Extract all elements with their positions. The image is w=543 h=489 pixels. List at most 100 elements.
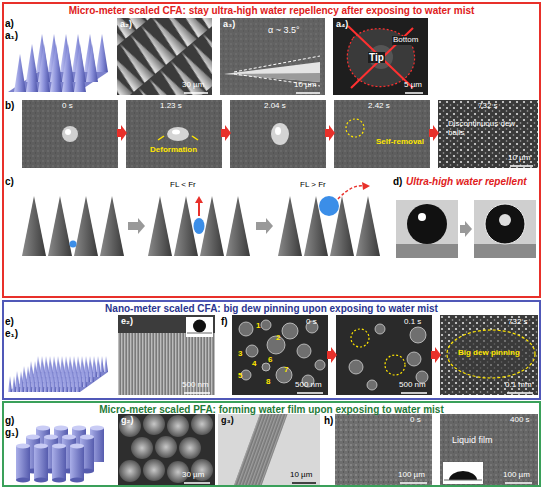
figure-label: a₃) [223, 20, 235, 30]
figure-label: a₂) [120, 20, 132, 30]
micro-image-part-part [407, 352, 421, 366]
scale-bar-part [184, 482, 210, 484]
video-frame-part [126, 100, 222, 168]
figure-label: f) [221, 316, 228, 327]
micro-image-part [336, 315, 432, 395]
figure-label: 732 s [478, 102, 498, 111]
scale-bar-part [400, 482, 427, 484]
video-frame-part [192, 136, 198, 140]
micro-image-part [239, 320, 325, 387]
micro-image-part [449, 471, 477, 480]
pillar-array-sketch-part-part [62, 435, 76, 440]
video-frame-part [65, 129, 71, 135]
droplet-photo [474, 200, 536, 258]
micro-image-part-part [246, 345, 258, 357]
cone-array-sketch [8, 34, 108, 92]
micro-image-part-part [367, 380, 377, 390]
pillar-array-sketch-part-part [80, 435, 94, 440]
figure-label: g₃) [221, 416, 234, 426]
mechanism-sketch-part [362, 182, 370, 190]
scale-bar-part [296, 92, 320, 94]
scale-bar-part [401, 392, 427, 394]
micro-image-part-part [282, 323, 298, 339]
red-arrow-part [429, 125, 439, 141]
video-frame-part [172, 130, 180, 135]
pillar-array-sketch-part-part [52, 444, 66, 449]
figure-label: FL < Fr [170, 181, 196, 190]
micro-image-part-part [297, 344, 311, 358]
figure-label: 5 [238, 372, 242, 381]
mechanism-sketch-part-part [74, 196, 98, 256]
figure-label: 8 [266, 378, 270, 387]
scale-bar-part [510, 165, 533, 167]
mechanism-sketch-part [128, 218, 145, 234]
micro-image-part [440, 414, 538, 485]
red-arrow-part [117, 125, 127, 141]
sem-image [333, 18, 428, 95]
micro-image-part [351, 329, 369, 347]
sem-image-part [193, 320, 206, 333]
pillar-array-sketch-part-part [52, 478, 66, 483]
scale-bar-part [184, 92, 208, 94]
sem-image-part-part [131, 437, 153, 459]
figure-label: 0.1 mm [505, 381, 532, 390]
video-frame [126, 100, 222, 168]
figure-label: g₂) [121, 416, 134, 426]
video-frame-part [334, 100, 430, 168]
sem-image-part [220, 18, 325, 95]
sem-image [220, 18, 325, 95]
video-frame [230, 100, 326, 168]
pillar-array-sketch-part-part [54, 426, 68, 431]
figure-label: 1 [256, 322, 260, 331]
sem-image-part-part [155, 436, 177, 458]
video-frame-part [346, 119, 364, 137]
sem-image-part [224, 62, 320, 82]
mechanism-sketch-part-part [48, 196, 72, 256]
droplet-photo [396, 200, 458, 258]
figure-label: b) [5, 100, 14, 111]
micro-image-part [440, 315, 538, 395]
scale-bar-part [507, 392, 533, 394]
figure-label: e) [5, 316, 14, 327]
figure-label: 30 µm [182, 471, 204, 480]
figure-label: a₁) [5, 30, 18, 41]
pillar-array-sketch-part-part [16, 478, 30, 483]
red-arrow-part [431, 347, 441, 363]
nano-cone-sketch [8, 356, 108, 392]
video-frame-part [230, 100, 326, 168]
figure-label: 4 [252, 360, 256, 369]
figure-label: 1.23 s [160, 102, 182, 111]
micro-image [440, 414, 538, 485]
pillar-array-sketch-part [52, 444, 66, 483]
micro-image-part-part [349, 360, 363, 374]
video-frame-part [271, 123, 289, 145]
figure-label: 732 s [508, 318, 528, 327]
figure-label: a) [5, 18, 14, 29]
mechanism-sketch [22, 182, 380, 256]
figure-label: 2.42 s [368, 102, 390, 111]
mechanism-sketch-part [256, 218, 273, 234]
micro-image-part [447, 330, 535, 378]
pillar-array-sketch-part-part [36, 426, 50, 431]
droplet-photo-part [485, 204, 525, 244]
figure-label: Deformation [150, 146, 197, 155]
pillar-array-sketch-part [70, 444, 84, 483]
red-arrow-part [327, 347, 337, 363]
droplet-photo-part [418, 213, 426, 221]
pillar-array-sketch-part-part [70, 478, 84, 483]
video-frame [334, 100, 430, 168]
cone-array-sketch-part [14, 54, 86, 92]
figure-label: 0.1 s [404, 318, 421, 327]
video-frame-part [275, 127, 281, 135]
micro-image [232, 315, 328, 395]
video-frame-part [126, 100, 222, 168]
sem-image-part [220, 18, 325, 95]
mechanism-sketch-part [338, 186, 364, 199]
micro-image-part [335, 414, 432, 485]
figure-label: 30 µm [182, 81, 204, 90]
video-frame-part [438, 100, 538, 168]
figure-label: 100 µm [503, 471, 530, 480]
sem-image-part-part [191, 413, 213, 435]
micro-image-part [440, 414, 538, 485]
sem-image-part [333, 18, 428, 95]
